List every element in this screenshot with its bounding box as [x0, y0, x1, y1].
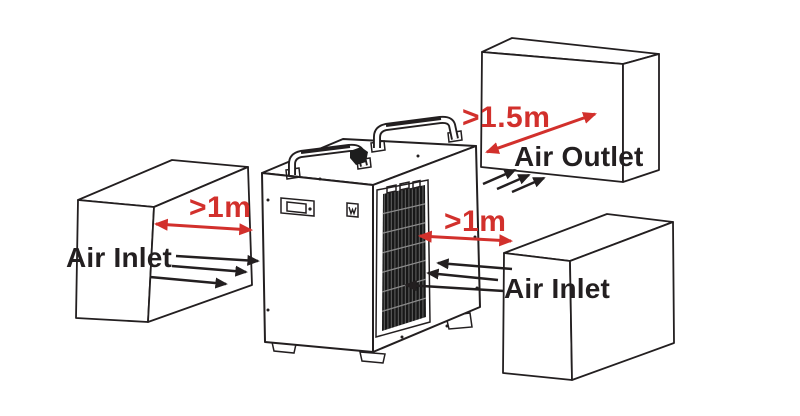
- chiller-air-grille: [375, 179, 431, 338]
- clearance-arrow-left: [153, 218, 254, 236]
- airflow-arrows: [149, 168, 546, 293]
- clearance-label-left: >1m: [189, 191, 251, 224]
- grille-dividers: [381, 203, 427, 313]
- chiller-unit: [261, 115, 481, 364]
- logo-mark: [348, 206, 357, 216]
- air-inlet-left-label: Air Inlet: [66, 242, 172, 273]
- handle-hinge-clip: [350, 147, 368, 165]
- clearance-arrow-right: [417, 230, 514, 247]
- air-outlet-label: Air Outlet: [514, 141, 644, 172]
- airflow-right-inlet-arrows: [404, 258, 513, 293]
- clearance-label-right: >1m: [444, 205, 506, 238]
- chiller-front-face: [261, 172, 374, 353]
- chiller-display-panel: [280, 197, 315, 217]
- obstacle-wall-left: [75, 159, 253, 323]
- obstacle-wall-right: [502, 213, 675, 381]
- chiller-logo-badge: [346, 202, 359, 218]
- air-inlet-right-label: Air Inlet: [504, 273, 610, 304]
- clearance-label-back: >1.5m: [462, 101, 550, 134]
- clearance-arrow-back: [485, 112, 597, 154]
- display-button: [308, 207, 312, 211]
- grille-filter-mesh: [382, 185, 426, 331]
- airflow-outlet-arrows: [482, 168, 546, 194]
- grille-top-vents: [386, 179, 421, 194]
- display-screen: [286, 201, 307, 214]
- chiller-handle-front: [285, 143, 372, 180]
- diagram-labels: >1m >1.5m >1m Air Inlet Air Outlet Air I…: [66, 101, 644, 304]
- clearance-arrows: [153, 112, 597, 247]
- wall-right-side-face: [569, 221, 675, 381]
- wall-back-side-face: [622, 53, 660, 183]
- chiller-handle-rear: [370, 115, 463, 153]
- airflow-left-inlet-arrows: [149, 254, 260, 289]
